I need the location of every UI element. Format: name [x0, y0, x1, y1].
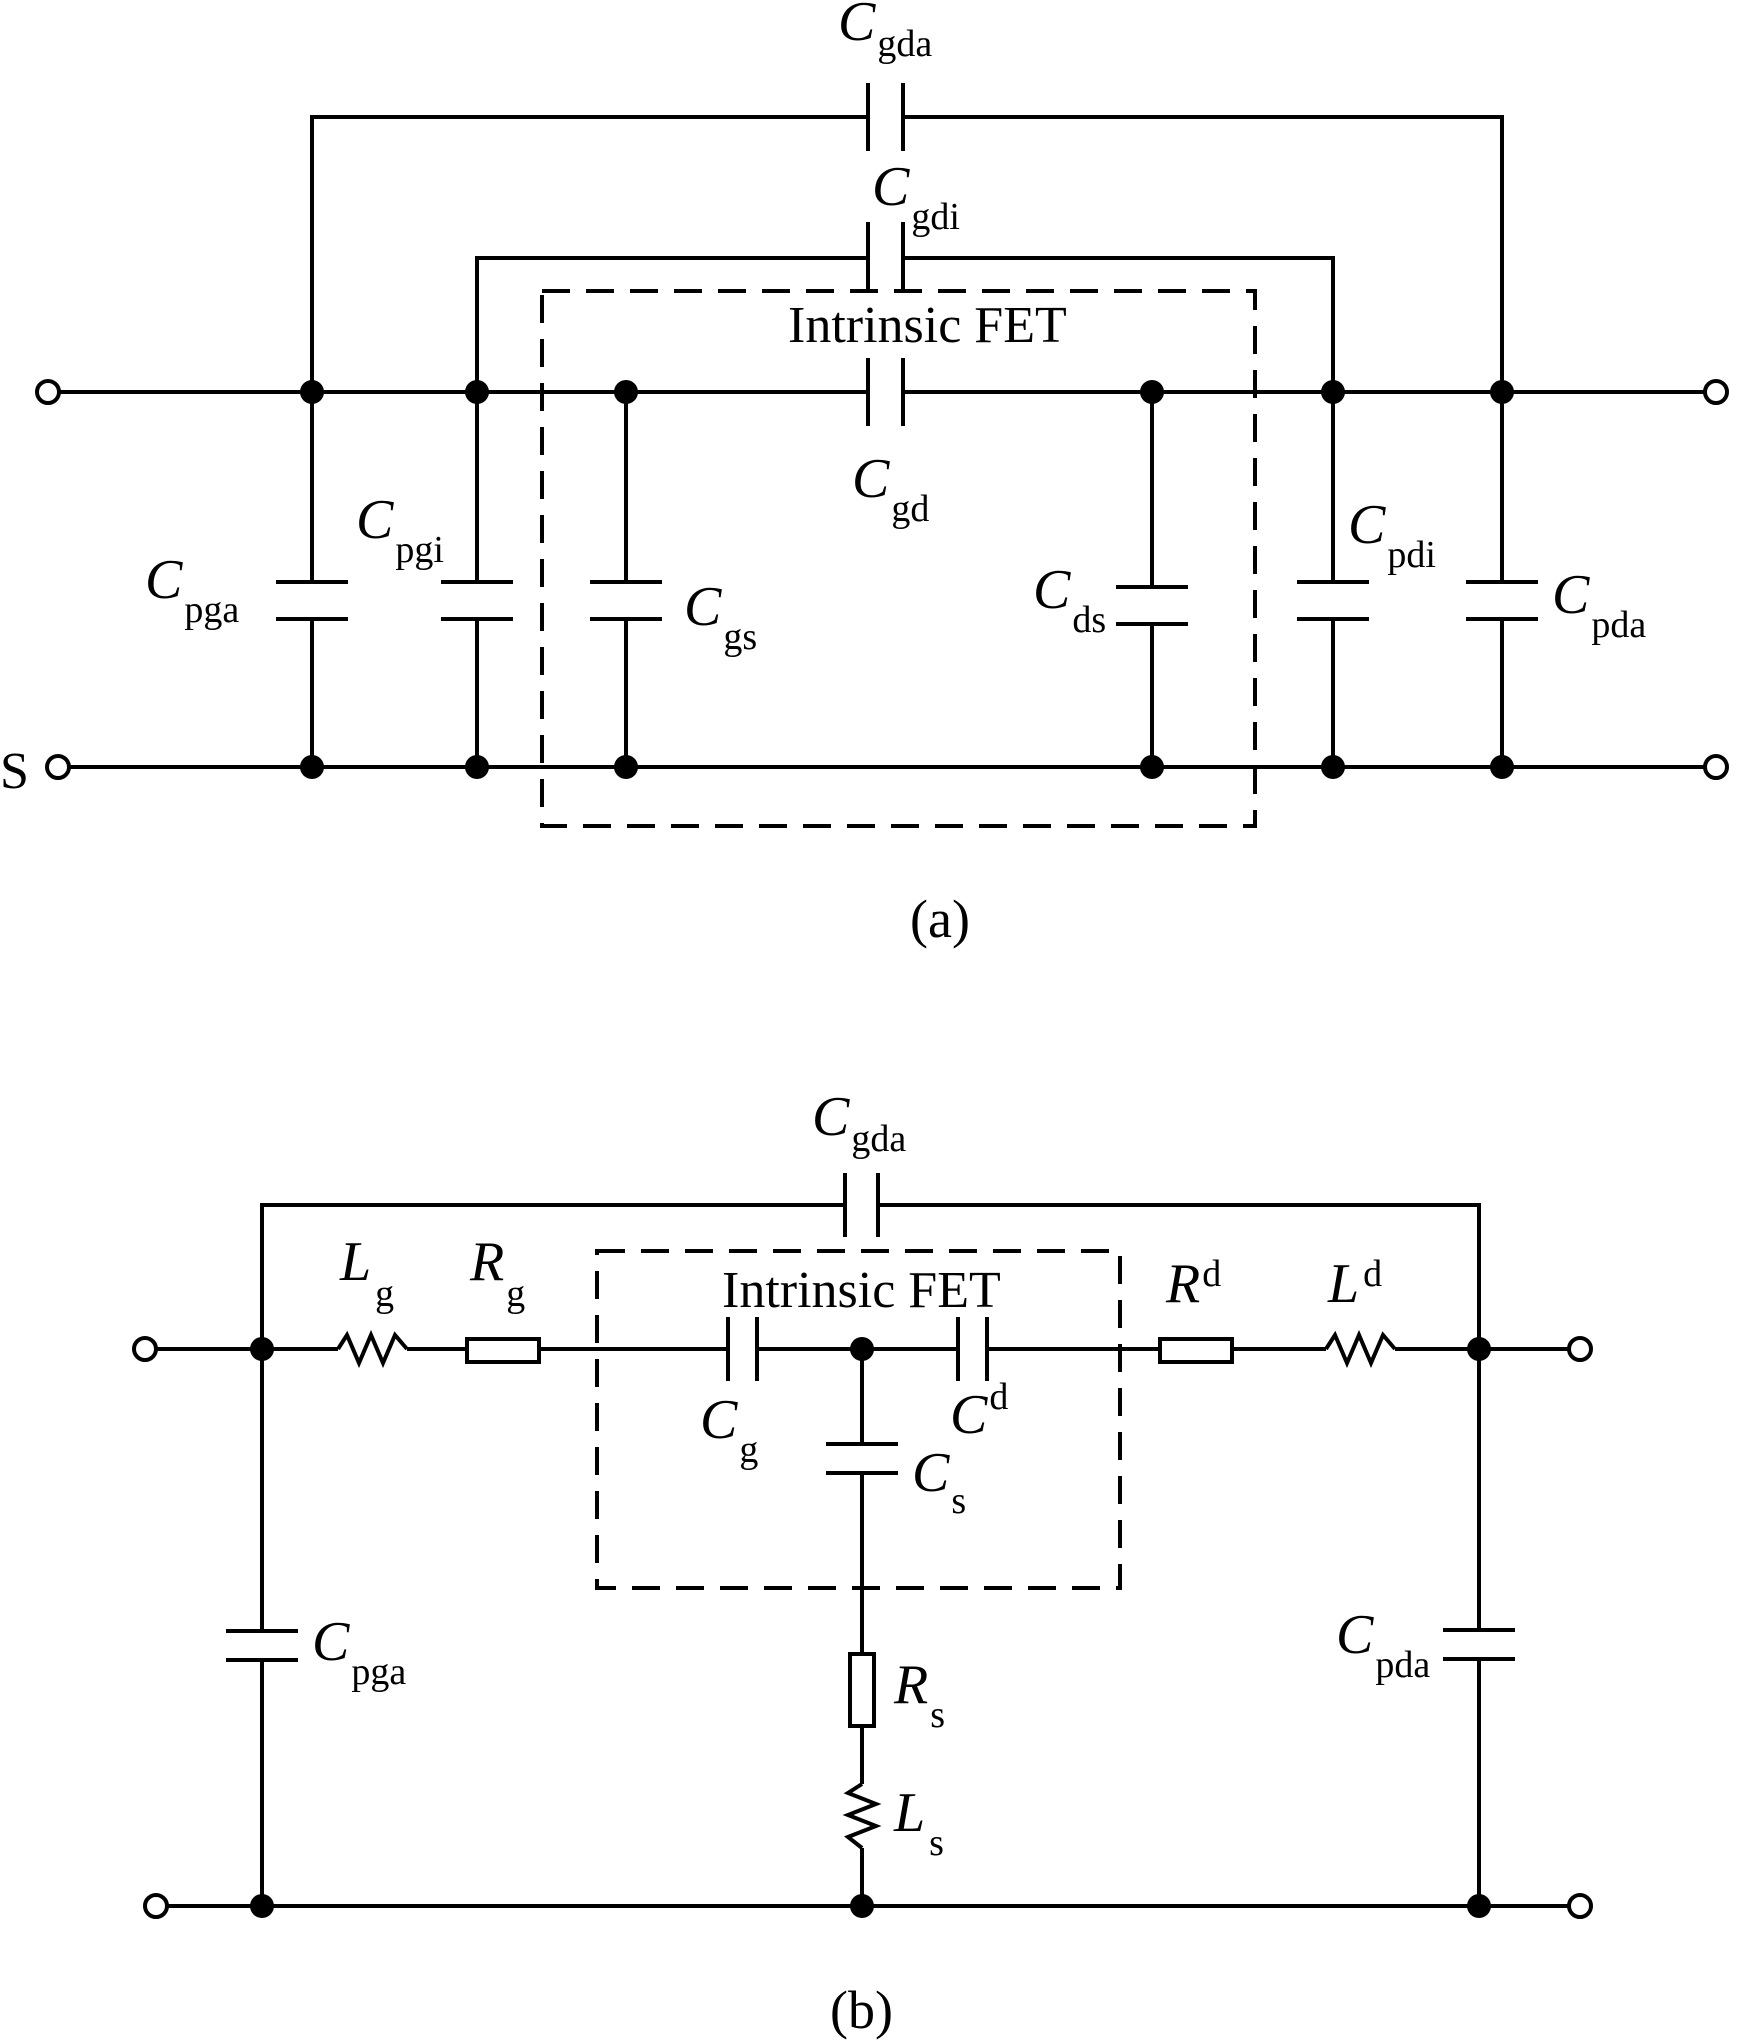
label-cpda-a: Cpda	[1552, 564, 1646, 646]
port-label-s: S	[0, 743, 29, 800]
label-cgd-a: Cgd	[852, 448, 929, 530]
junction-dots-b	[250, 1337, 1491, 1918]
caption-b: (b)	[830, 1980, 893, 2040]
label-rg-b: Rg	[469, 1231, 525, 1315]
label-cpdi-a: Cpdi	[1348, 494, 1436, 576]
box-label-b: Intrinsic FET	[722, 1262, 1001, 1319]
label-rs-b: Rs	[893, 1654, 945, 1736]
label-cs-b: Cs	[912, 1442, 966, 1522]
label-rd-b: Rd	[1165, 1253, 1221, 1315]
label-cpga-b: Cpga	[312, 1611, 406, 1693]
terminals-b	[132, 1336, 1593, 1919]
label-cgda-b: Cgda	[812, 1086, 906, 1160]
label-cgdi-a: Cgdi	[872, 156, 960, 238]
label-lg-b: Lg	[339, 1231, 394, 1315]
label-cg-b: Cg	[700, 1389, 758, 1471]
label-cpga-a: Cpga	[145, 549, 239, 631]
label-cpda-b: Cpda	[1336, 1604, 1430, 1686]
terminals-a	[35, 379, 1729, 780]
label-cd-b: Cd	[950, 1376, 1008, 1446]
label-cpgi-a: Cpgi	[356, 489, 444, 571]
diagram-a	[58, 83, 1706, 828]
box-label-a: Intrinsic FET	[788, 297, 1067, 354]
label-cds-a: Cds	[1033, 559, 1106, 641]
caption-a: (a)	[910, 889, 970, 949]
label-cgs-a: Cgs	[684, 576, 757, 658]
label-cgda-a: Cgda	[838, 0, 932, 65]
junction-dots-a	[300, 380, 1514, 779]
